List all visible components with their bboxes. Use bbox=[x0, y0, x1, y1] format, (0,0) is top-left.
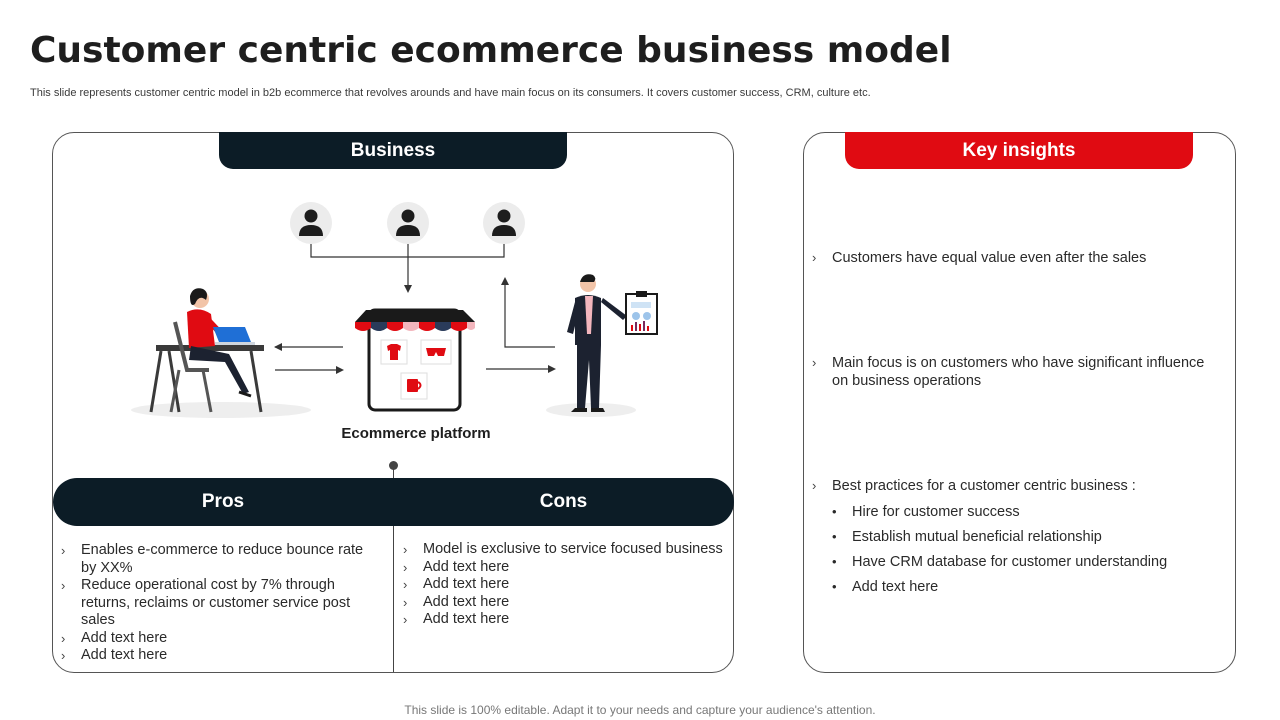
pros-heading: Pros bbox=[201, 491, 245, 512]
list-item: ›Add text here bbox=[403, 593, 510, 610]
chevron-right-icon: › bbox=[812, 250, 817, 265]
page-subtitle: This slide represents customer centric m… bbox=[30, 87, 871, 99]
list-item: ›Add text here bbox=[61, 629, 168, 646]
chevron-right-icon: › bbox=[812, 478, 817, 493]
chevron-right-icon: › bbox=[61, 630, 66, 646]
user-icon bbox=[387, 202, 429, 244]
bullet-icon: • bbox=[832, 579, 837, 594]
list-item: ›Model is exclusive to service focused b… bbox=[403, 541, 723, 557]
insights-panel bbox=[803, 132, 1236, 673]
woman-at-laptop-illustration bbox=[131, 288, 311, 418]
cons-heading: Cons bbox=[539, 491, 588, 512]
connector-lines bbox=[275, 244, 555, 371]
page-title: Customer centric ecommerce business mode… bbox=[30, 30, 952, 71]
pros-cons-header-bar bbox=[53, 478, 734, 526]
chevron-right-icon: › bbox=[61, 648, 66, 663]
chevron-right-icon: › bbox=[403, 559, 408, 575]
businessman-illustration bbox=[546, 274, 636, 417]
list-item: ›Add text here bbox=[403, 611, 510, 627]
cons-list: ›Model is exclusive to service focused b… bbox=[403, 541, 723, 629]
pros-cons-divider bbox=[393, 466, 394, 672]
list-item: ›Reduce operational cost by 7% through r… bbox=[61, 577, 351, 628]
chevron-right-icon: › bbox=[61, 543, 66, 558]
insight-item: ›Main focus is on customers who have sig… bbox=[812, 355, 1205, 389]
chevron-right-icon: › bbox=[403, 542, 408, 557]
list-item: •Add text here bbox=[832, 579, 939, 595]
list-item: •Establish mutual beneficial relationshi… bbox=[832, 529, 1102, 545]
divider-dot bbox=[389, 461, 398, 470]
chevron-right-icon: › bbox=[812, 355, 817, 370]
bullet-icon: • bbox=[832, 554, 837, 569]
insight-item: ›Best practices for a customer centric b… bbox=[812, 478, 1136, 494]
chevron-right-icon: › bbox=[403, 577, 408, 592]
arrow-heads bbox=[274, 277, 556, 374]
business-tab: Business bbox=[219, 132, 567, 169]
chevron-right-icon: › bbox=[403, 594, 408, 610]
list-item: ›Enables e-commerce to reduce bounce rat… bbox=[61, 542, 364, 576]
user-icon bbox=[483, 202, 525, 244]
store-icon bbox=[355, 308, 475, 412]
insights-tab: Key insights bbox=[845, 132, 1193, 169]
list-item: ›Add text here bbox=[403, 558, 510, 575]
platform-label: Ecommerce platform bbox=[341, 425, 491, 442]
pros-list: ›Enables e-commerce to reduce bounce rat… bbox=[61, 542, 381, 665]
list-item: ›Add text here bbox=[403, 576, 510, 592]
list-item: •Have CRM database for customer understa… bbox=[832, 554, 1168, 570]
bullet-icon: • bbox=[832, 504, 837, 519]
insight-item: ›Customers have equal value even after t… bbox=[812, 250, 1147, 266]
report-clipboard-icon bbox=[625, 291, 658, 335]
chevron-right-icon: › bbox=[61, 578, 66, 593]
bullet-icon: • bbox=[832, 529, 837, 544]
footer-note: This slide is 100% editable. Adapt it to… bbox=[404, 703, 876, 717]
list-item: •Hire for customer success bbox=[832, 504, 1020, 520]
list-item: ›Add text here bbox=[61, 647, 168, 663]
best-practices-list: •Hire for customer success •Establish mu… bbox=[832, 503, 1212, 603]
business-diagram bbox=[131, 202, 658, 418]
chevron-right-icon: › bbox=[403, 612, 408, 627]
user-icon bbox=[290, 202, 332, 244]
